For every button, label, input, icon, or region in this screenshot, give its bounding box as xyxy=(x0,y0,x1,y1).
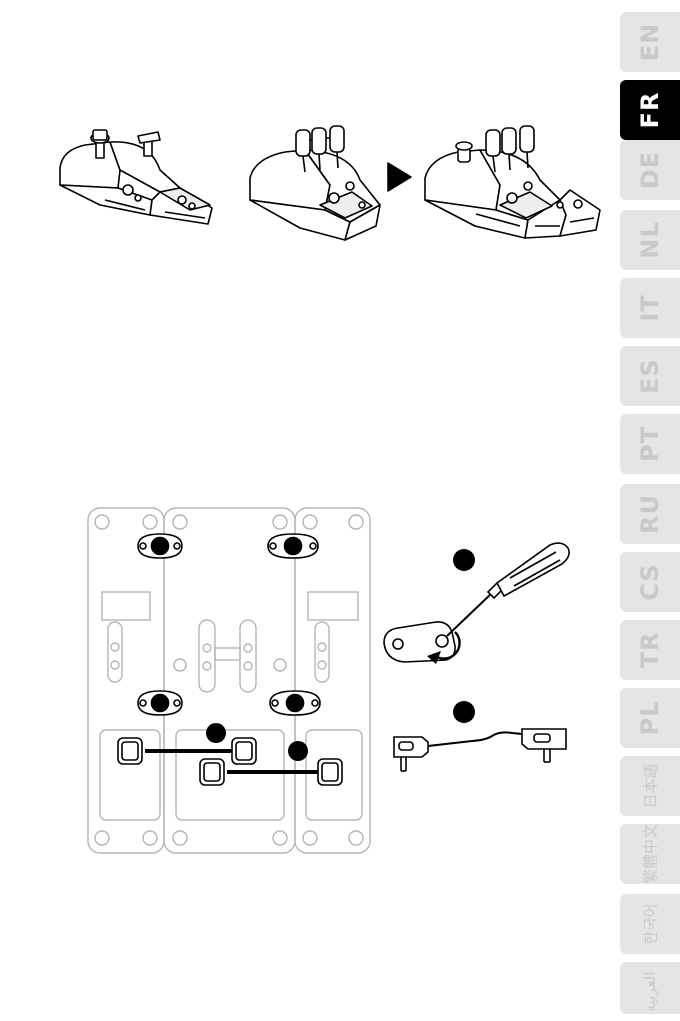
tab-pt[interactable]: PT xyxy=(620,414,680,474)
tab-label-ar: العربية xyxy=(641,972,659,1013)
assembly-diagram-figure xyxy=(0,0,620,1021)
screw-mount-bottom-left xyxy=(138,691,182,715)
screw-mount-bottom-right xyxy=(270,691,320,715)
tab-label-de: DE xyxy=(636,151,664,189)
tab-label-it: IT xyxy=(636,294,664,321)
tab-tr[interactable]: TR xyxy=(620,620,680,680)
tab-es[interactable]: ES xyxy=(620,346,680,406)
tab-label-ru: RU xyxy=(636,494,664,534)
tab-label-en: EN xyxy=(636,23,664,61)
screw-mounts xyxy=(138,534,320,715)
tab-label-ja: 日本語 xyxy=(640,763,661,808)
tab-label-es: ES xyxy=(636,358,664,394)
tab-zh-hant[interactable]: 繁體中文 xyxy=(620,824,680,884)
center-base-plate xyxy=(164,508,295,853)
tab-en[interactable]: EN xyxy=(620,12,680,72)
callout-marker-cable-1 xyxy=(206,723,226,743)
screwdriver-icon xyxy=(384,543,569,662)
connectors xyxy=(118,738,342,785)
tab-ar[interactable]: العربية xyxy=(620,962,680,1014)
tab-cs[interactable]: CS xyxy=(620,552,680,612)
tab-label-pt: PT xyxy=(636,426,664,462)
callout-marker-cable-2 xyxy=(288,741,308,761)
tab-it[interactable]: IT xyxy=(620,278,680,338)
language-tabs: EN FR DE NL IT ES PT RU CS TR PL 日本語 繁體中… xyxy=(620,0,680,1021)
screw-mount-top-left xyxy=(138,534,182,558)
tab-label-nl: NL xyxy=(636,221,664,258)
tab-ko[interactable]: 한국어 xyxy=(620,894,680,954)
tab-ja[interactable]: 日本語 xyxy=(620,756,680,816)
base-plates xyxy=(88,508,370,853)
tab-label-ko: 한국어 xyxy=(640,903,661,944)
callout-marker-cable-accessory xyxy=(453,701,475,723)
tab-fr[interactable]: FR xyxy=(620,80,680,140)
tab-label-cs: CS xyxy=(636,563,664,600)
cable-icon xyxy=(394,729,566,771)
tab-de[interactable]: DE xyxy=(620,140,680,200)
screw-mount-top-right xyxy=(268,534,318,558)
tab-label-fr: FR xyxy=(636,92,664,129)
tab-ru[interactable]: RU xyxy=(620,484,680,544)
callout-marker-screwdriver xyxy=(453,549,475,571)
tab-label-zh-hant: 繁體中文 xyxy=(640,824,661,884)
tab-label-pl: PL xyxy=(636,701,664,736)
tab-pl[interactable]: PL xyxy=(620,688,680,748)
tab-nl[interactable]: NL xyxy=(620,210,680,270)
tab-label-tr: TR xyxy=(636,632,664,669)
